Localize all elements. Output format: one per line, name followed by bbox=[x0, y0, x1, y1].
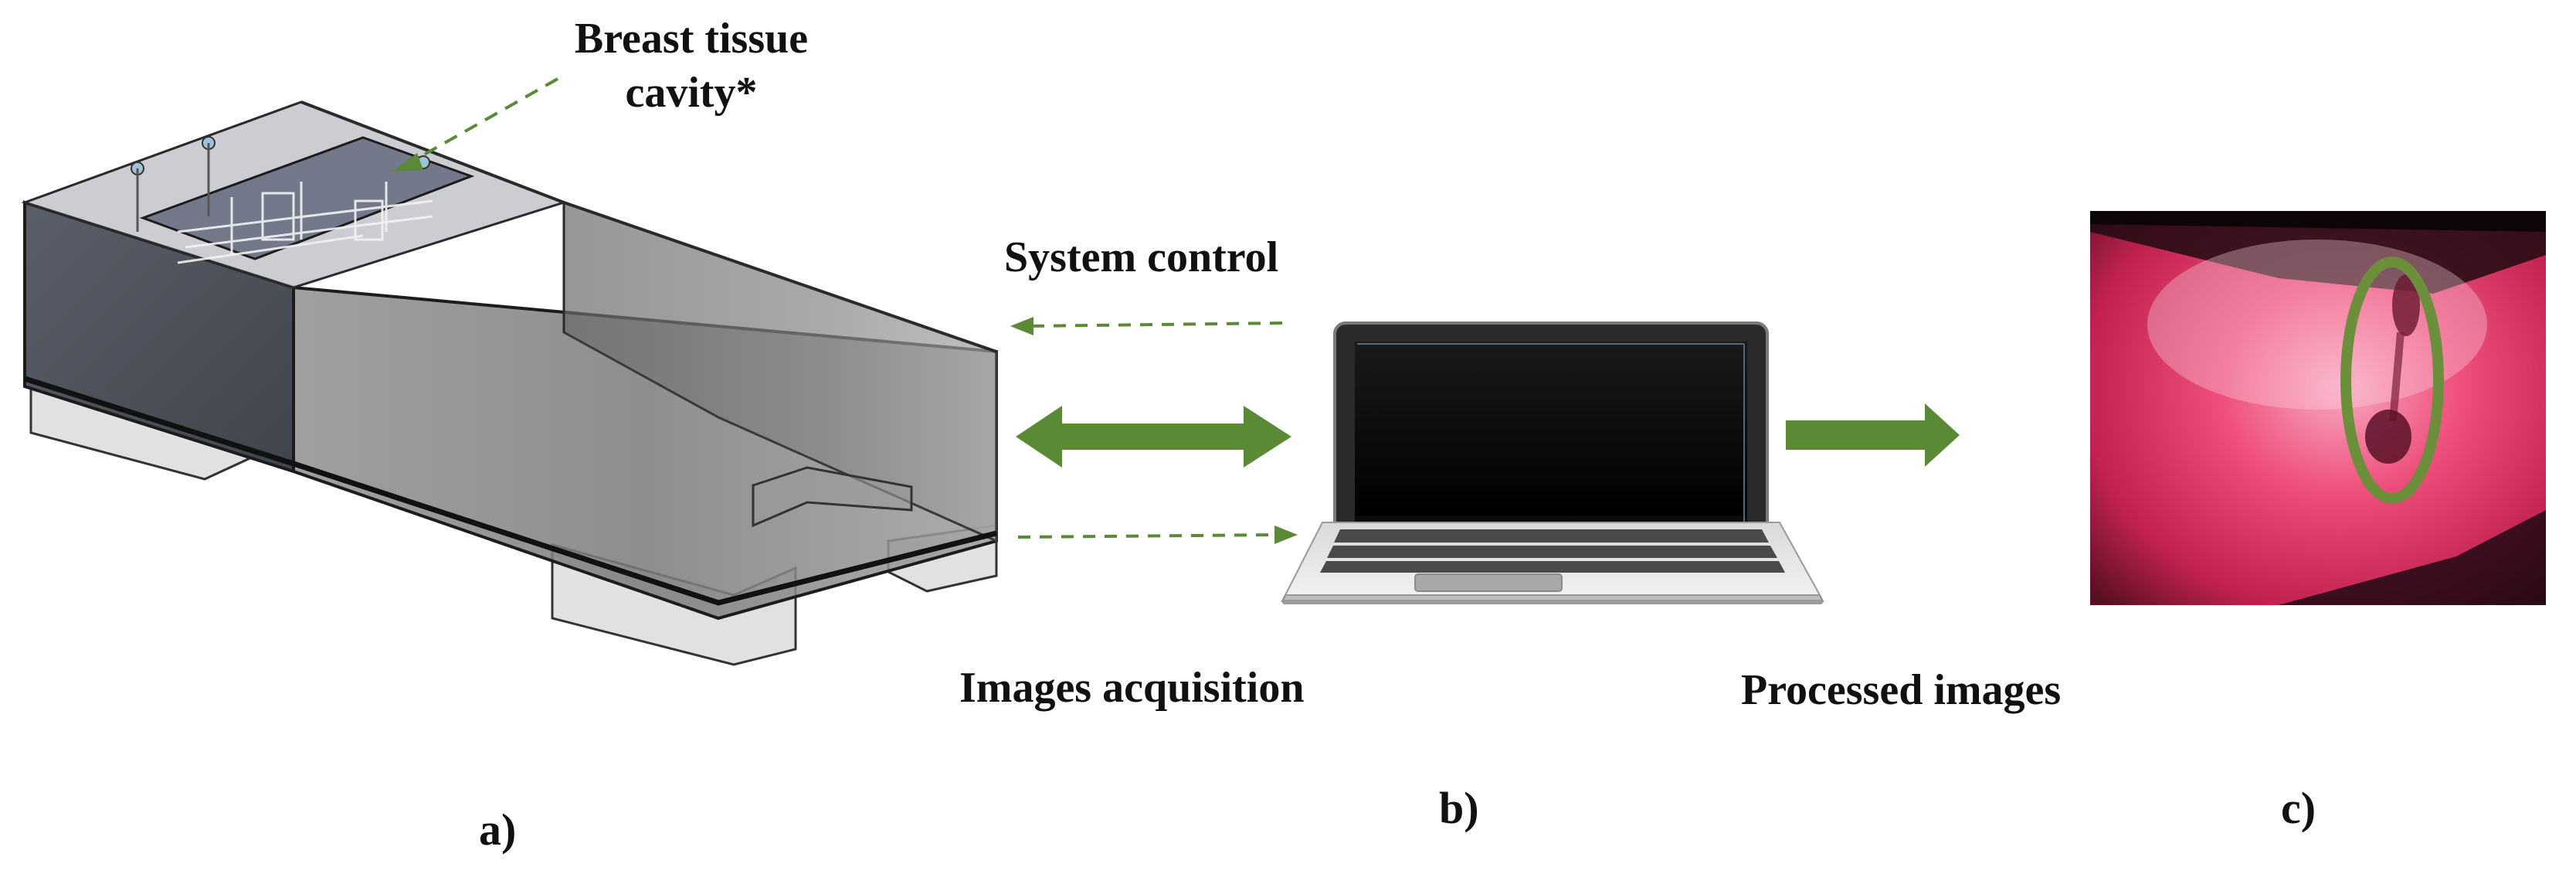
laptop-touchpad bbox=[1414, 573, 1563, 592]
laptop-screen bbox=[1355, 342, 1747, 515]
panel-label-b: b) bbox=[1439, 783, 1479, 833]
device-side-slot bbox=[752, 466, 913, 528]
system-control-arrow bbox=[1010, 317, 1283, 335]
device-mechanism bbox=[177, 182, 433, 264]
laptop-icon bbox=[1281, 321, 1824, 604]
processed-images-arrow bbox=[1786, 403, 1960, 467]
images-acquisition-arrow bbox=[1017, 526, 1298, 544]
fluorescence-image bbox=[2090, 211, 2546, 605]
region-highlight-ellipse bbox=[2340, 257, 2444, 504]
processed-images-label: Processed images bbox=[1741, 666, 2062, 714]
images-acquisition-label: Images acquisition bbox=[959, 664, 1305, 712]
transparent-box-device-icon bbox=[21, 100, 998, 666]
device-base-ridge bbox=[23, 376, 997, 606]
panel-label-a: a) bbox=[479, 804, 517, 855]
breast-cavity-window bbox=[139, 136, 475, 260]
bidirectional-arrow bbox=[1016, 406, 1291, 468]
cavity-label-line2: cavity* bbox=[625, 69, 758, 117]
cavity-label-line1: Breast tissue bbox=[574, 15, 809, 63]
laptop-keys bbox=[1320, 529, 1785, 573]
panel-label-c: c) bbox=[2281, 783, 2316, 833]
cavity-pointer-arrow bbox=[392, 77, 558, 172]
system-control-label: System control bbox=[1004, 233, 1279, 281]
